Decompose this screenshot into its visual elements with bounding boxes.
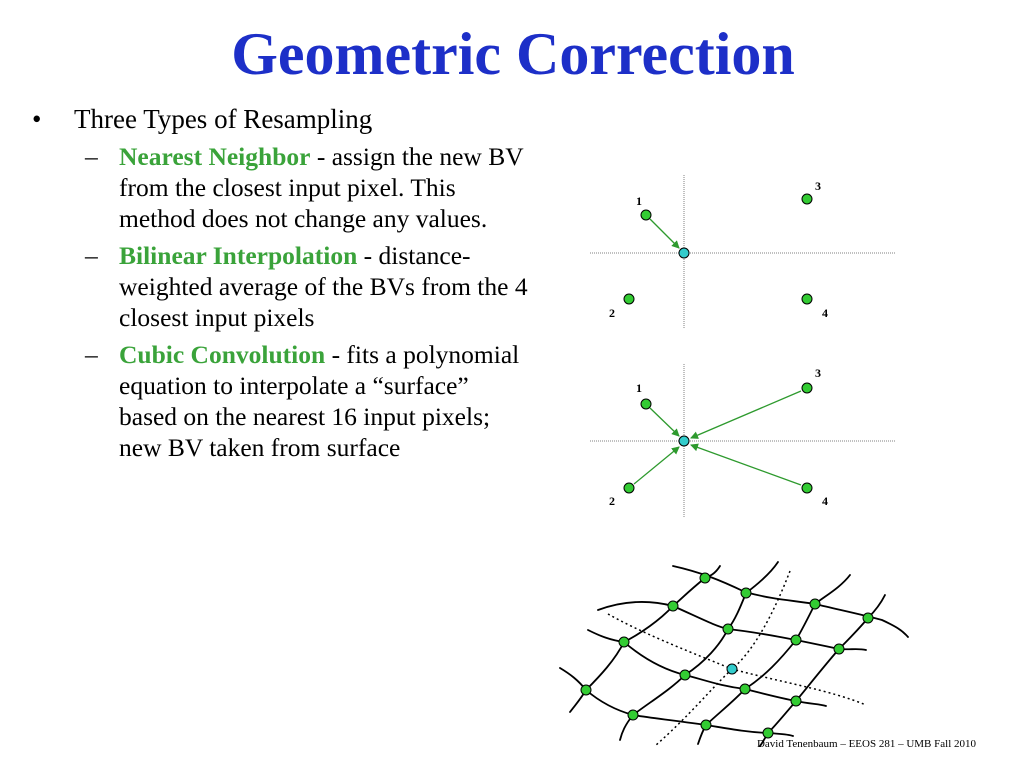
bilinear-diagram: 1 3 2 4 <box>590 364 896 518</box>
label-2: 2 <box>609 494 615 508</box>
cubic-convolution-mesh <box>559 561 909 747</box>
mesh-point <box>700 719 712 731</box>
dash: – <box>85 241 98 270</box>
mesh-point <box>699 572 711 584</box>
arrow-1 <box>649 407 680 437</box>
mesh-point <box>740 587 752 599</box>
bullet-text: Three Types of Resampling <box>74 104 373 134</box>
mesh-point <box>580 684 592 696</box>
slide-footer: David Tenenbaum – EEOS 281 – UMB Fall 20… <box>756 738 976 750</box>
mesh-input-points <box>580 572 874 739</box>
nearest-neighbor-diagram: 1 3 2 4 <box>590 175 896 328</box>
mesh-point <box>762 727 774 739</box>
arrow-1 <box>649 218 680 249</box>
item-cubic: – Cubic Convolution - fits a polynomial … <box>85 339 552 463</box>
arrow-2 <box>633 446 680 485</box>
label-1: 1 <box>636 194 642 208</box>
input-point-1 <box>640 209 652 221</box>
label-2: 2 <box>609 306 615 320</box>
output-pixel <box>678 247 690 259</box>
output-pixel <box>678 435 690 447</box>
item-text: Nearest Neighbor - assign the new BV fro… <box>119 141 529 234</box>
desc-nearest-neighbor: - assign the new BV from the closest inp… <box>119 142 524 233</box>
item-text: Cubic Convolution - fits a polynomial eq… <box>119 339 529 463</box>
label-4: 4 <box>822 494 828 508</box>
mesh-output-pixel <box>726 663 738 675</box>
input-point-3 <box>801 193 813 205</box>
bullet-resampling: • Three Types of Resampling <box>32 104 552 135</box>
desc-cubic: - fits a polynomial equation to interpol… <box>119 340 520 462</box>
term-nearest-neighbor: Nearest Neighbor <box>119 142 311 171</box>
dash: – <box>85 340 98 369</box>
mesh-point <box>862 612 874 624</box>
item-text: Bilinear Interpolation - distance-weight… <box>119 240 529 333</box>
arrow-3 <box>690 390 802 439</box>
mesh-point <box>739 683 751 695</box>
input-point-2 <box>623 293 635 305</box>
mesh-point <box>722 623 734 635</box>
mesh-point <box>618 636 630 648</box>
mesh-point <box>627 709 639 721</box>
label-3: 3 <box>815 366 821 380</box>
term-cubic: Cubic Convolution <box>119 340 326 369</box>
item-nearest-neighbor: – Nearest Neighbor - assign the new BV f… <box>85 141 552 234</box>
input-point-1 <box>640 398 652 410</box>
mesh-lines <box>559 561 909 747</box>
mesh-point <box>790 634 802 646</box>
mesh-point <box>790 695 802 707</box>
item-bilinear: – Bilinear Interpolation - distance-weig… <box>85 240 552 333</box>
mesh-point <box>833 643 845 655</box>
input-point-4 <box>801 482 813 494</box>
bullet-dot: • <box>32 104 42 134</box>
label-3: 3 <box>815 179 821 193</box>
input-point-2 <box>623 482 635 494</box>
label-1: 1 <box>636 381 642 395</box>
slide-content: • Three Types of Resampling – Nearest Ne… <box>32 104 552 463</box>
term-bilinear: Bilinear Interpolation <box>119 241 358 270</box>
mesh-point <box>667 600 679 612</box>
mesh-point <box>679 669 691 681</box>
input-point-3 <box>801 382 813 394</box>
label-4: 4 <box>822 306 828 320</box>
input-point-4 <box>801 293 813 305</box>
desc-bilinear: - distance-weighted average of the BVs f… <box>119 241 528 332</box>
dash: – <box>85 142 98 171</box>
arrow-4 <box>690 443 802 486</box>
slide-title: Geometric Correction <box>231 21 795 87</box>
mesh-point <box>809 598 821 610</box>
